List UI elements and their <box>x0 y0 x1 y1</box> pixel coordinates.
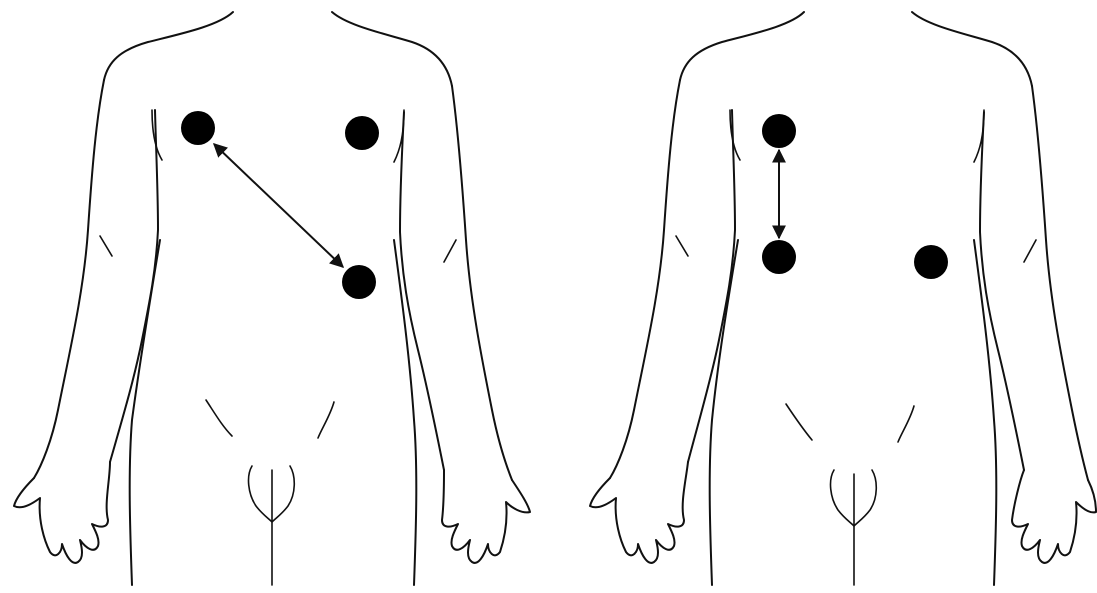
left-torso-side-r <box>130 240 160 585</box>
right-arm-inner-r <box>688 110 735 462</box>
left-arm-outer-r <box>34 80 104 478</box>
electrode-left-lower-ribcage <box>342 265 376 299</box>
right-hand-l <box>1012 470 1096 563</box>
right-arm-outer-l <box>1032 86 1088 480</box>
right-body-figure <box>590 12 1096 585</box>
right-neck-right-side <box>680 12 804 80</box>
left-elbow-r <box>100 236 112 256</box>
electrode-lateral-lower <box>914 245 948 279</box>
left-hip-crease-r <box>206 400 232 436</box>
right-neck-left-side <box>912 12 1032 86</box>
left-arm-inner-l <box>400 112 444 470</box>
right-hip-crease-r <box>786 404 812 440</box>
left-body-figure <box>14 12 530 585</box>
right-elbow-r <box>676 236 688 256</box>
right-arm-outer-r <box>610 80 680 478</box>
left-hand-r <box>14 462 110 563</box>
left-hip-crease-l <box>318 402 334 438</box>
electrode-upper-parasternal <box>762 114 796 148</box>
electrode-right-upper-chest <box>181 111 215 145</box>
right-arm-inner-l <box>980 112 1024 470</box>
left-neck-right-side <box>104 12 233 80</box>
left-diagonal-double-arrow <box>214 144 343 267</box>
electrode-lower-parasternal <box>762 240 796 274</box>
right-torso-side-r <box>710 240 738 585</box>
right-hip-crease-l <box>898 406 914 442</box>
left-hand-l <box>442 470 530 563</box>
electrode-left-upper-chest <box>345 116 379 150</box>
right-hand-r <box>590 462 688 563</box>
left-arm-outer-l <box>452 86 512 480</box>
left-neck-left-side <box>332 12 452 86</box>
right-elbow-l <box>1024 240 1036 262</box>
left-elbow-l <box>444 240 456 262</box>
